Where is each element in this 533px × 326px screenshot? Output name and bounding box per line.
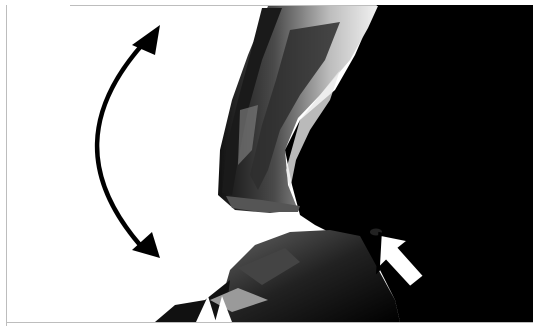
curved-double-arrow [97, 25, 160, 258]
lower-fairing [155, 230, 400, 322]
